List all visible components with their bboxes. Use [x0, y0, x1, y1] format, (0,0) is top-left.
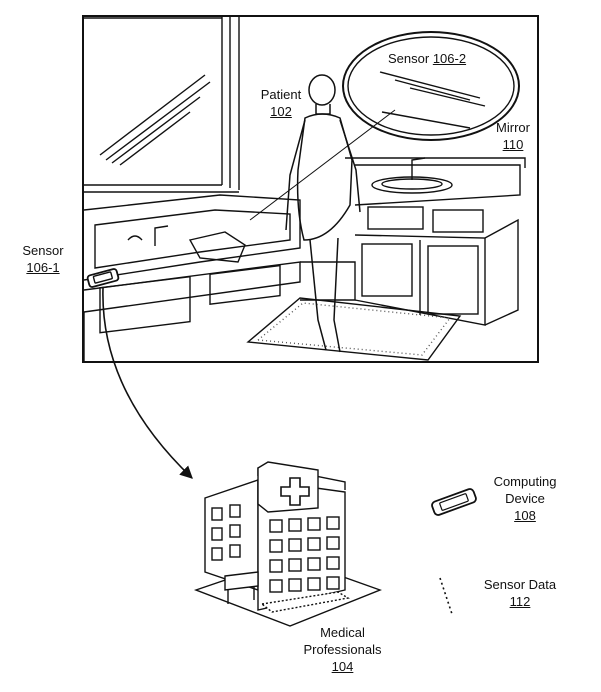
patient-label: Patient 102 — [252, 86, 310, 120]
patient-figure — [285, 74, 361, 353]
sensor-106-1-label: Sensor 106-1 — [12, 242, 74, 276]
medical-professionals-number: 104 — [331, 659, 354, 674]
sensor-data-name: Sensor Data — [483, 577, 557, 592]
hospital-building — [193, 461, 382, 627]
sensor-data-line — [439, 577, 453, 615]
vanity — [345, 157, 526, 326]
sensor-106-2-label: Sensor 106-2 — [388, 50, 488, 67]
bath-rug — [246, 297, 462, 361]
sensor-data-number: 112 — [509, 594, 531, 609]
computing-device-line2: Device — [505, 491, 545, 506]
medical-professionals-line1: Medical — [320, 625, 365, 640]
mirror-label: Mirror 110 — [488, 119, 538, 153]
mirror-name: Mirror — [496, 120, 530, 135]
computing-device-line1: Computing — [493, 474, 557, 489]
sensor-phone-106-1 — [86, 268, 120, 288]
window — [83, 16, 240, 193]
computing-device-phone — [431, 488, 477, 516]
patient-number: 102 — [270, 104, 292, 119]
medical-professionals-line2: Professionals — [303, 642, 382, 657]
sensor-106-2-number: 106-2 — [432, 51, 467, 66]
patient-name: Patient — [260, 87, 302, 102]
data-flow-arrow — [102, 287, 193, 479]
mirror — [342, 31, 520, 141]
computing-device-label: Computing Device 108 — [480, 473, 570, 524]
hospital-windows — [211, 504, 340, 593]
sensor-106-1-name: Sensor — [22, 243, 64, 258]
computing-device-number: 108 — [514, 508, 536, 523]
sensor-106-2-name: Sensor — [388, 51, 430, 66]
sensor-data-label: Sensor Data 112 — [470, 576, 570, 610]
sensor-106-1-number: 106-1 — [26, 260, 60, 275]
bathtub — [83, 194, 356, 362]
mirror-number: 110 — [502, 137, 524, 152]
bathroom-scene — [82, 15, 539, 363]
medical-professionals-label: Medical Professionals 104 — [290, 624, 395, 675]
